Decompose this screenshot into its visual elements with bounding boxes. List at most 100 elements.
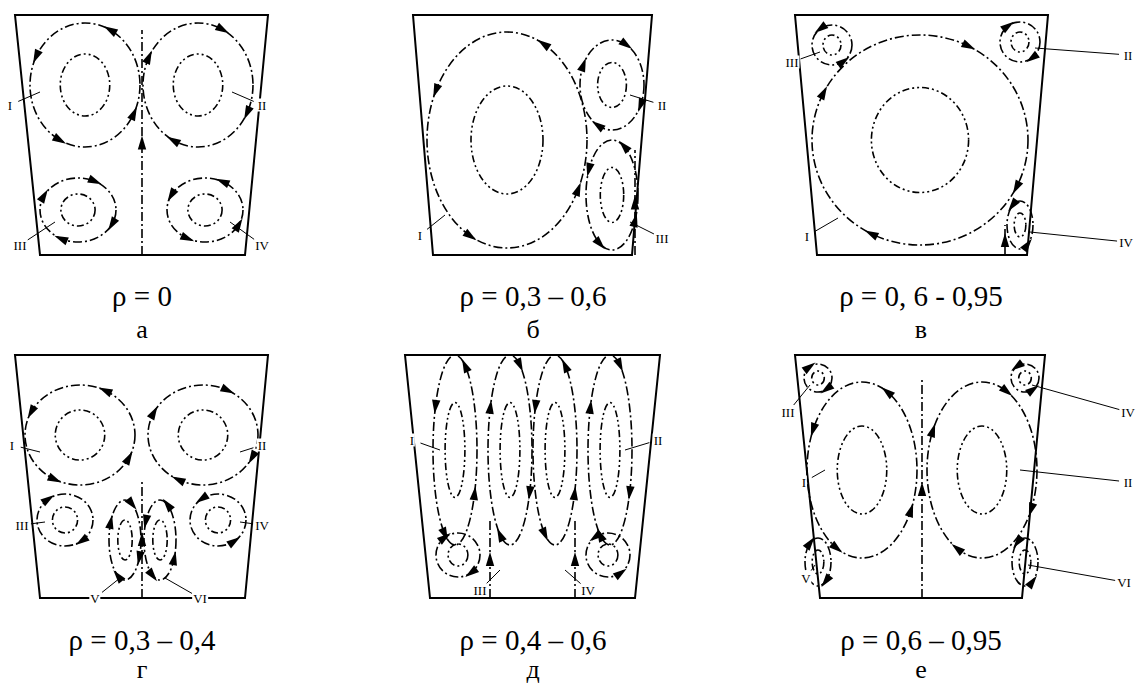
leader-line: [811, 565, 815, 571]
flow-arrow: [1026, 51, 1040, 63]
flow-arrow: [244, 105, 254, 119]
flow-arrow: [52, 133, 66, 144]
leader-line: [565, 570, 581, 584]
streamline: [1019, 550, 1031, 574]
leader-line: [240, 522, 253, 524]
channel-outline: [15, 355, 268, 598]
flow-arrow: [918, 482, 926, 496]
streamline: [812, 371, 825, 385]
streamline: [1019, 371, 1032, 385]
flow-arrow: [829, 541, 843, 553]
flow-arrow: [538, 40, 552, 51]
leader-line: [427, 215, 445, 229]
flow-arrow: [127, 107, 137, 121]
streamline: [25, 385, 135, 485]
zone-number: I: [7, 99, 13, 112]
streamline: [436, 533, 480, 577]
streamline: [500, 403, 520, 498]
flow-arrow: [618, 37, 632, 49]
flow-arrow: [836, 57, 850, 69]
streamline: [471, 86, 543, 194]
flow-arrow: [592, 236, 605, 249]
flow-arrow: [33, 49, 43, 63]
zone-number: III: [13, 239, 28, 252]
parameter-caption: ρ = 0,4 – 0,6: [460, 626, 607, 655]
zone-number: I: [409, 434, 415, 447]
flow-arrow: [138, 532, 146, 546]
flow-arrow: [226, 537, 240, 548]
leader-line: [630, 95, 653, 102]
flow-arrow: [143, 514, 151, 529]
panel-letter: в: [915, 317, 927, 343]
leader-line: [812, 470, 825, 478]
streamline: [1014, 213, 1026, 237]
channel-outline: [15, 15, 268, 255]
leader-line: [1032, 385, 1119, 410]
streamline: [448, 544, 468, 566]
zone-number: IV: [254, 519, 270, 532]
leader-line: [1020, 470, 1119, 481]
streamline: [109, 500, 141, 580]
streamline: [30, 23, 140, 147]
zone-number: II: [653, 434, 664, 447]
flow-arrow: [47, 473, 61, 483]
flow-arrow: [168, 187, 179, 201]
flow-arrow: [1020, 239, 1032, 253]
flow-arrow: [865, 230, 879, 240]
flow-arrow: [538, 527, 548, 541]
leader-line: [815, 218, 838, 231]
leader-line: [420, 443, 440, 450]
streamline: [173, 54, 223, 116]
flow-arrow: [815, 21, 829, 33]
zone-number: II: [1123, 476, 1134, 489]
leader-line: [1030, 232, 1117, 241]
flow-arrow: [1008, 197, 1020, 211]
streamline: [1011, 32, 1029, 52]
flow-arrow: [1000, 22, 1014, 34]
channel-outline: [795, 355, 1045, 598]
streamline: [812, 35, 1028, 245]
flow-arrow: [122, 452, 133, 466]
zone-number: IV: [580, 584, 596, 597]
zone-number: III: [473, 584, 488, 597]
flow-arrow: [104, 26, 118, 37]
flow-arrow: [167, 137, 181, 148]
flow-arrow: [145, 568, 157, 582]
zone-number: I: [801, 476, 807, 489]
flow-arrow: [433, 83, 442, 98]
leader-line: [486, 570, 500, 584]
flow-arrow: [87, 175, 102, 184]
leader-line: [794, 385, 810, 405]
flow-arrow: [249, 450, 260, 464]
flow-arrow: [432, 399, 440, 413]
streamline: [823, 35, 841, 55]
flow-arrow: [470, 486, 478, 500]
flow-arrow: [172, 477, 186, 487]
streamline: [118, 520, 132, 560]
zone-number: III: [15, 519, 30, 532]
streamline: [871, 88, 968, 193]
flow-arrow: [586, 162, 594, 177]
flow-arrow: [1029, 502, 1037, 517]
panel-letter: б: [526, 317, 539, 343]
streamline: [545, 403, 565, 498]
flow-arrow: [99, 388, 113, 398]
panel-letter: е: [915, 657, 927, 683]
flow-arrow: [462, 359, 472, 373]
streamline: [445, 403, 465, 498]
leader-line: [18, 92, 40, 101]
flow-arrow: [961, 40, 975, 50]
flow-arrow: [76, 534, 90, 545]
parameter-caption: ρ = 0,6 – 0,95: [840, 626, 1001, 655]
flow-arrow: [952, 544, 966, 556]
flow-arrow: [589, 530, 603, 542]
streamline: [148, 385, 258, 485]
leader-line: [28, 222, 55, 240]
leader-line: [21, 447, 40, 452]
streamline: [55, 410, 105, 460]
panel-letter: а: [136, 317, 148, 343]
flow-arrow: [513, 357, 523, 371]
flow-arrow: [465, 565, 479, 577]
streamline: [37, 494, 93, 546]
